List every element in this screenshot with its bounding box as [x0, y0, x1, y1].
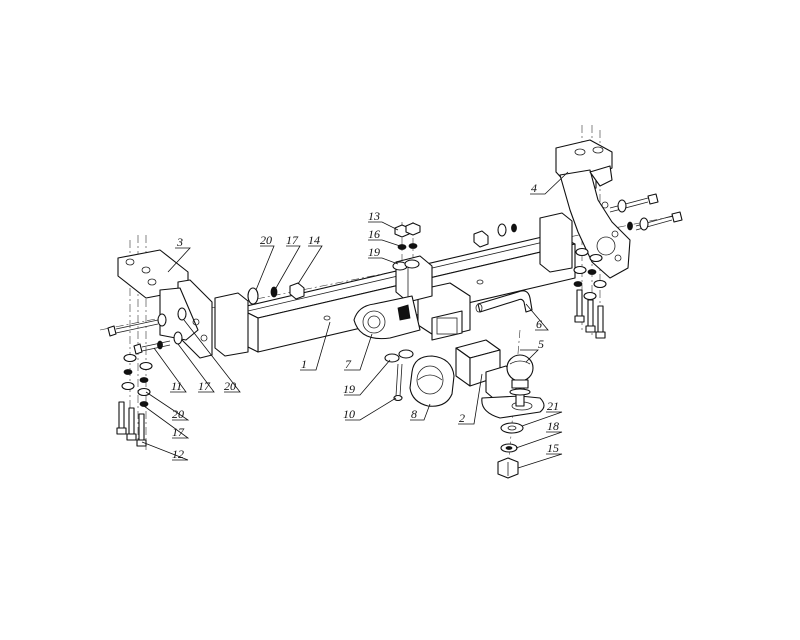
callout-10: 10 — [343, 407, 355, 421]
callout-20-bottom: 20 — [172, 407, 184, 421]
callout-17-top: 17 — [286, 233, 299, 247]
callout-14: 14 — [308, 233, 320, 247]
upper-left-fasteners — [247, 282, 305, 305]
callout-20-top: 20 — [260, 233, 272, 247]
socket-plate — [353, 295, 421, 340]
left-vertical-bolts — [116, 353, 153, 447]
socket-washers — [384, 349, 414, 363]
right-vertical-bolts — [573, 247, 607, 339]
electrical-socket — [409, 355, 455, 407]
left-side-bolts — [107, 307, 187, 355]
callout-17-left: 17 — [198, 379, 211, 393]
callout-2: 2 — [459, 411, 465, 425]
callout-labels: 3 4 1 2 5 6 7 8 10 19 11 17 20 20 17 12 … — [171, 181, 559, 461]
callout-16: 16 — [368, 227, 380, 241]
callout-5: 5 — [538, 337, 544, 351]
callout-11: 11 — [171, 379, 182, 393]
leader-lines — [141, 171, 569, 469]
callout-19-lower: 19 — [343, 382, 355, 396]
callout-6: 6 — [536, 317, 542, 331]
right-side-bolts — [473, 193, 683, 248]
callout-19-upper: 19 — [368, 245, 380, 259]
hitch-pin — [475, 290, 533, 313]
socket-screw — [393, 363, 403, 402]
drawbar-insert — [455, 339, 545, 419]
callout-8: 8 — [411, 407, 417, 421]
ball-fastening-set — [497, 422, 524, 479]
callout-18: 18 — [547, 419, 559, 433]
callout-20-left: 20 — [224, 379, 236, 393]
callout-12: 12 — [172, 447, 184, 461]
callout-13: 13 — [368, 209, 380, 223]
callout-7: 7 — [345, 357, 352, 371]
callout-17-bottom: 17 — [172, 425, 185, 439]
callout-1: 1 — [301, 357, 307, 371]
callout-21: 21 — [547, 399, 559, 413]
callout-15: 15 — [547, 441, 559, 455]
main-cross-beam — [214, 212, 576, 357]
callout-4: 4 — [531, 181, 537, 195]
center-top-fasteners — [392, 222, 421, 271]
callout-3: 3 — [176, 235, 183, 249]
right-mounting-bracket — [555, 139, 631, 279]
